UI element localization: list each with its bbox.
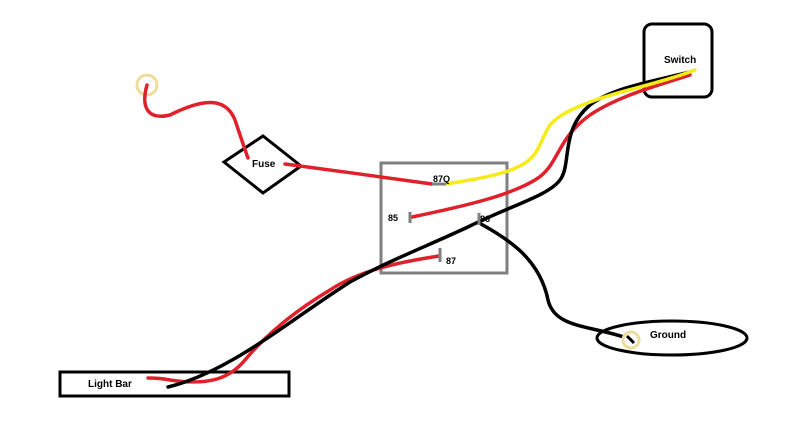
battery-terminal-ring [135,73,159,97]
relay-box [379,161,509,275]
red-wire-fuse-to-87q [283,162,434,186]
red-wire-85-to-switch [410,73,692,219]
red-wire-battery-to-fuse [143,83,250,160]
ground-label: Ground [650,330,686,341]
light-bar-box [58,370,291,398]
pin-87-label: 87 [446,256,456,266]
black-wire-light-bar-to-switch [166,70,692,389]
pin-85-label: 85 [388,213,398,223]
pin-87q-label: 87Q [433,174,450,184]
switch-label: Switch [664,55,696,66]
light-bar-label: Light Bar [88,379,132,390]
ground-terminal [625,334,636,345]
black-wire-86-to-ground [479,222,634,342]
pin-86-label: 86 [480,214,490,224]
fuse-label: Fuse [252,159,276,170]
yellow-wire-87q-to-switch [444,68,697,186]
